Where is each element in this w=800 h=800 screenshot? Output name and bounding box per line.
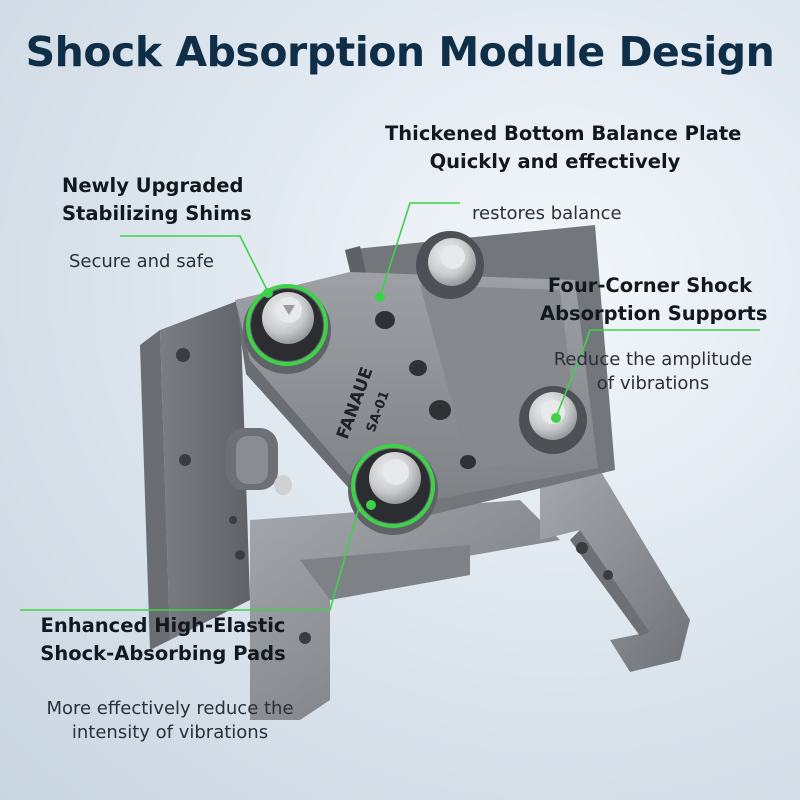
shims-desc: Secure and safe xyxy=(69,251,215,272)
shock-screw-top-right xyxy=(416,231,484,299)
shock-screw-right xyxy=(519,386,587,454)
shims-title: Newly Upgraded Stabilizing Shims xyxy=(62,174,252,225)
shock-screw-top-left xyxy=(243,286,331,374)
supports-title: Four-Corner Shock Absorption Supports xyxy=(540,274,768,325)
plate-desc: restores balance xyxy=(472,203,622,224)
pads-title: Enhanced High-Elastic Shock-Absorbing Pa… xyxy=(40,614,286,665)
shock-screw-bottom xyxy=(348,445,438,535)
pads-desc: More effectively reduce the intensity of… xyxy=(46,698,294,743)
plate-title: Thickened Bottom Balance Plate Quickly a… xyxy=(385,122,742,173)
supports-desc: Reduce the amplitude of vibrations xyxy=(553,349,753,394)
page-title: Shock Absorption Module Design xyxy=(25,28,775,76)
